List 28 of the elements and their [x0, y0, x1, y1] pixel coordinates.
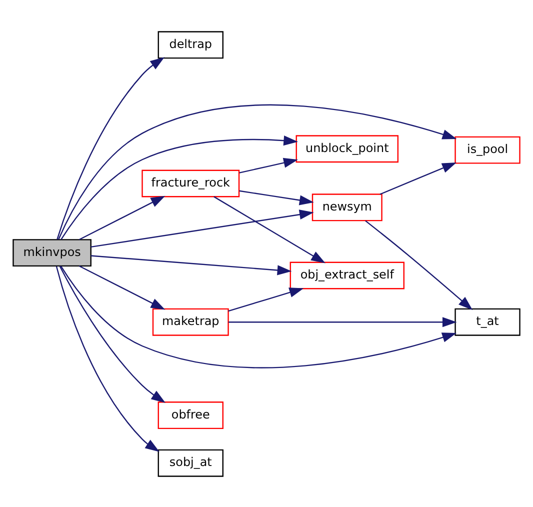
node-box: is_pool [454, 136, 520, 164]
arrow [78, 195, 166, 240]
arrow [58, 104, 457, 240]
node-box: newsym [312, 193, 382, 221]
arrow [214, 196, 326, 263]
arrow [380, 162, 456, 194]
node-box: unblock_point [296, 134, 399, 162]
arrow [90, 254, 292, 275]
arrow [59, 265, 166, 402]
arrow [56, 266, 160, 452]
node-box: fracture_rock [142, 169, 240, 197]
arrow [78, 264, 166, 310]
arrow [228, 287, 304, 312]
node-box: maketrap [152, 308, 229, 336]
arrow [365, 220, 473, 310]
arrow [228, 316, 457, 327]
arrow [239, 190, 314, 205]
arrow [90, 209, 314, 248]
node-box: t_at [454, 308, 520, 336]
node-box: obj_extract_self [290, 261, 404, 289]
arrow [56, 56, 165, 239]
arrow [60, 265, 457, 368]
node-box: sobj_at [158, 448, 224, 476]
arrow [239, 157, 298, 173]
node-box: obfree [158, 401, 224, 429]
arrow [60, 135, 298, 240]
node-box: mkinvpos [12, 238, 92, 266]
node-box: deltrap [158, 30, 224, 58]
